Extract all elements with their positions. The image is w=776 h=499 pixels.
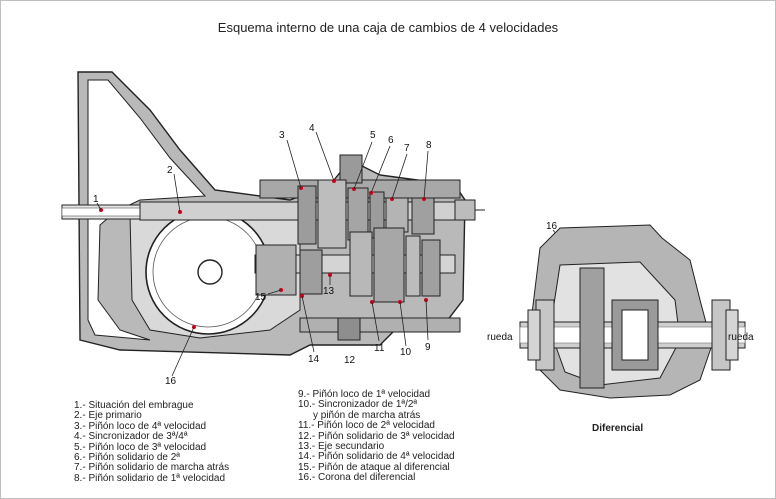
legend-item: 8.- Piñón solidario de 1ª velocidad — [74, 472, 226, 484]
wheel-label-right: rueda — [728, 332, 754, 343]
callout-6: 6 — [388, 135, 394, 146]
callout-3: 3 — [279, 130, 285, 141]
legend-item: 4.- Sincronizador de 3ª/4ª — [74, 431, 188, 443]
legend-item: 10.- Sincronizador de 1ª/2ª — [298, 399, 418, 411]
callout-14: 14 — [308, 354, 320, 365]
callout-numbers: 1 2 3 4 5 6 7 8 9 10 11 12 13 14 15 16 — [93, 123, 432, 387]
callout-15: 15 — [255, 292, 267, 303]
legend-item: y piñón de marcha atrás — [313, 409, 421, 421]
legend-right: 9.- Piñón loco de 1ª velocidad 10.- Sinc… — [298, 389, 455, 484]
callout-2: 2 — [167, 165, 173, 176]
callout-1: 1 — [93, 194, 99, 205]
legend-item: 15.- Piñón de ataque al diferencial — [298, 461, 450, 473]
legend-item: 9.- Piñón loco de 1ª velocidad — [298, 389, 431, 400]
crown-wheel — [145, 209, 271, 335]
callout-11: 11 — [374, 343, 385, 354]
legend-item: 11.- Piñón loco de 2ª velocidad — [298, 420, 435, 432]
legend-item: 13.- Eje secundario — [298, 441, 385, 453]
callout-10: 10 — [400, 347, 412, 358]
legend-item: 7.- Piñón solidario de marcha atrás — [74, 462, 230, 474]
callout-16: 16 — [165, 376, 177, 387]
upper-gears — [297, 179, 435, 249]
legend-item: 1.- Situación del embrague — [74, 400, 194, 411]
page-title: Esquema interno de una caja de cambios d… — [217, 20, 559, 35]
callout-4: 4 — [309, 123, 315, 134]
diff-callout-16: 16 — [546, 221, 558, 232]
callout-5: 5 — [370, 130, 376, 141]
differential-drawing — [519, 224, 746, 399]
differential-label: Diferencial — [592, 423, 643, 434]
callout-9: 9 — [425, 342, 431, 353]
callout-8: 8 — [426, 140, 432, 151]
legend-item: 5.- Piñón loco de 3ª velocidad — [74, 441, 207, 453]
callout-7: 7 — [404, 143, 410, 154]
legend-item: 3.- Piñón loco de 4ª velocidad — [74, 420, 207, 432]
legend-item: 2.- Eje primario — [74, 410, 142, 422]
callout-12: 12 — [344, 355, 356, 366]
legend-item: 6.- Piñón solidario de 2ª — [74, 452, 180, 464]
legend-item: 14.- Piñón solidario de 4ª velocidad — [298, 451, 455, 463]
secondary-shaft — [254, 227, 456, 303]
wheel-label-left: rueda — [487, 332, 513, 343]
leader-lines — [96, 131, 587, 377]
legend-left: 1.- Situación del embrague 2.- Eje prima… — [74, 400, 230, 484]
legend-item: 16.- Corona del diferencial — [298, 472, 416, 484]
legend-item: 12.- Piñón solidario de 3ª velocidad — [298, 430, 455, 442]
callout-13: 13 — [323, 286, 335, 297]
